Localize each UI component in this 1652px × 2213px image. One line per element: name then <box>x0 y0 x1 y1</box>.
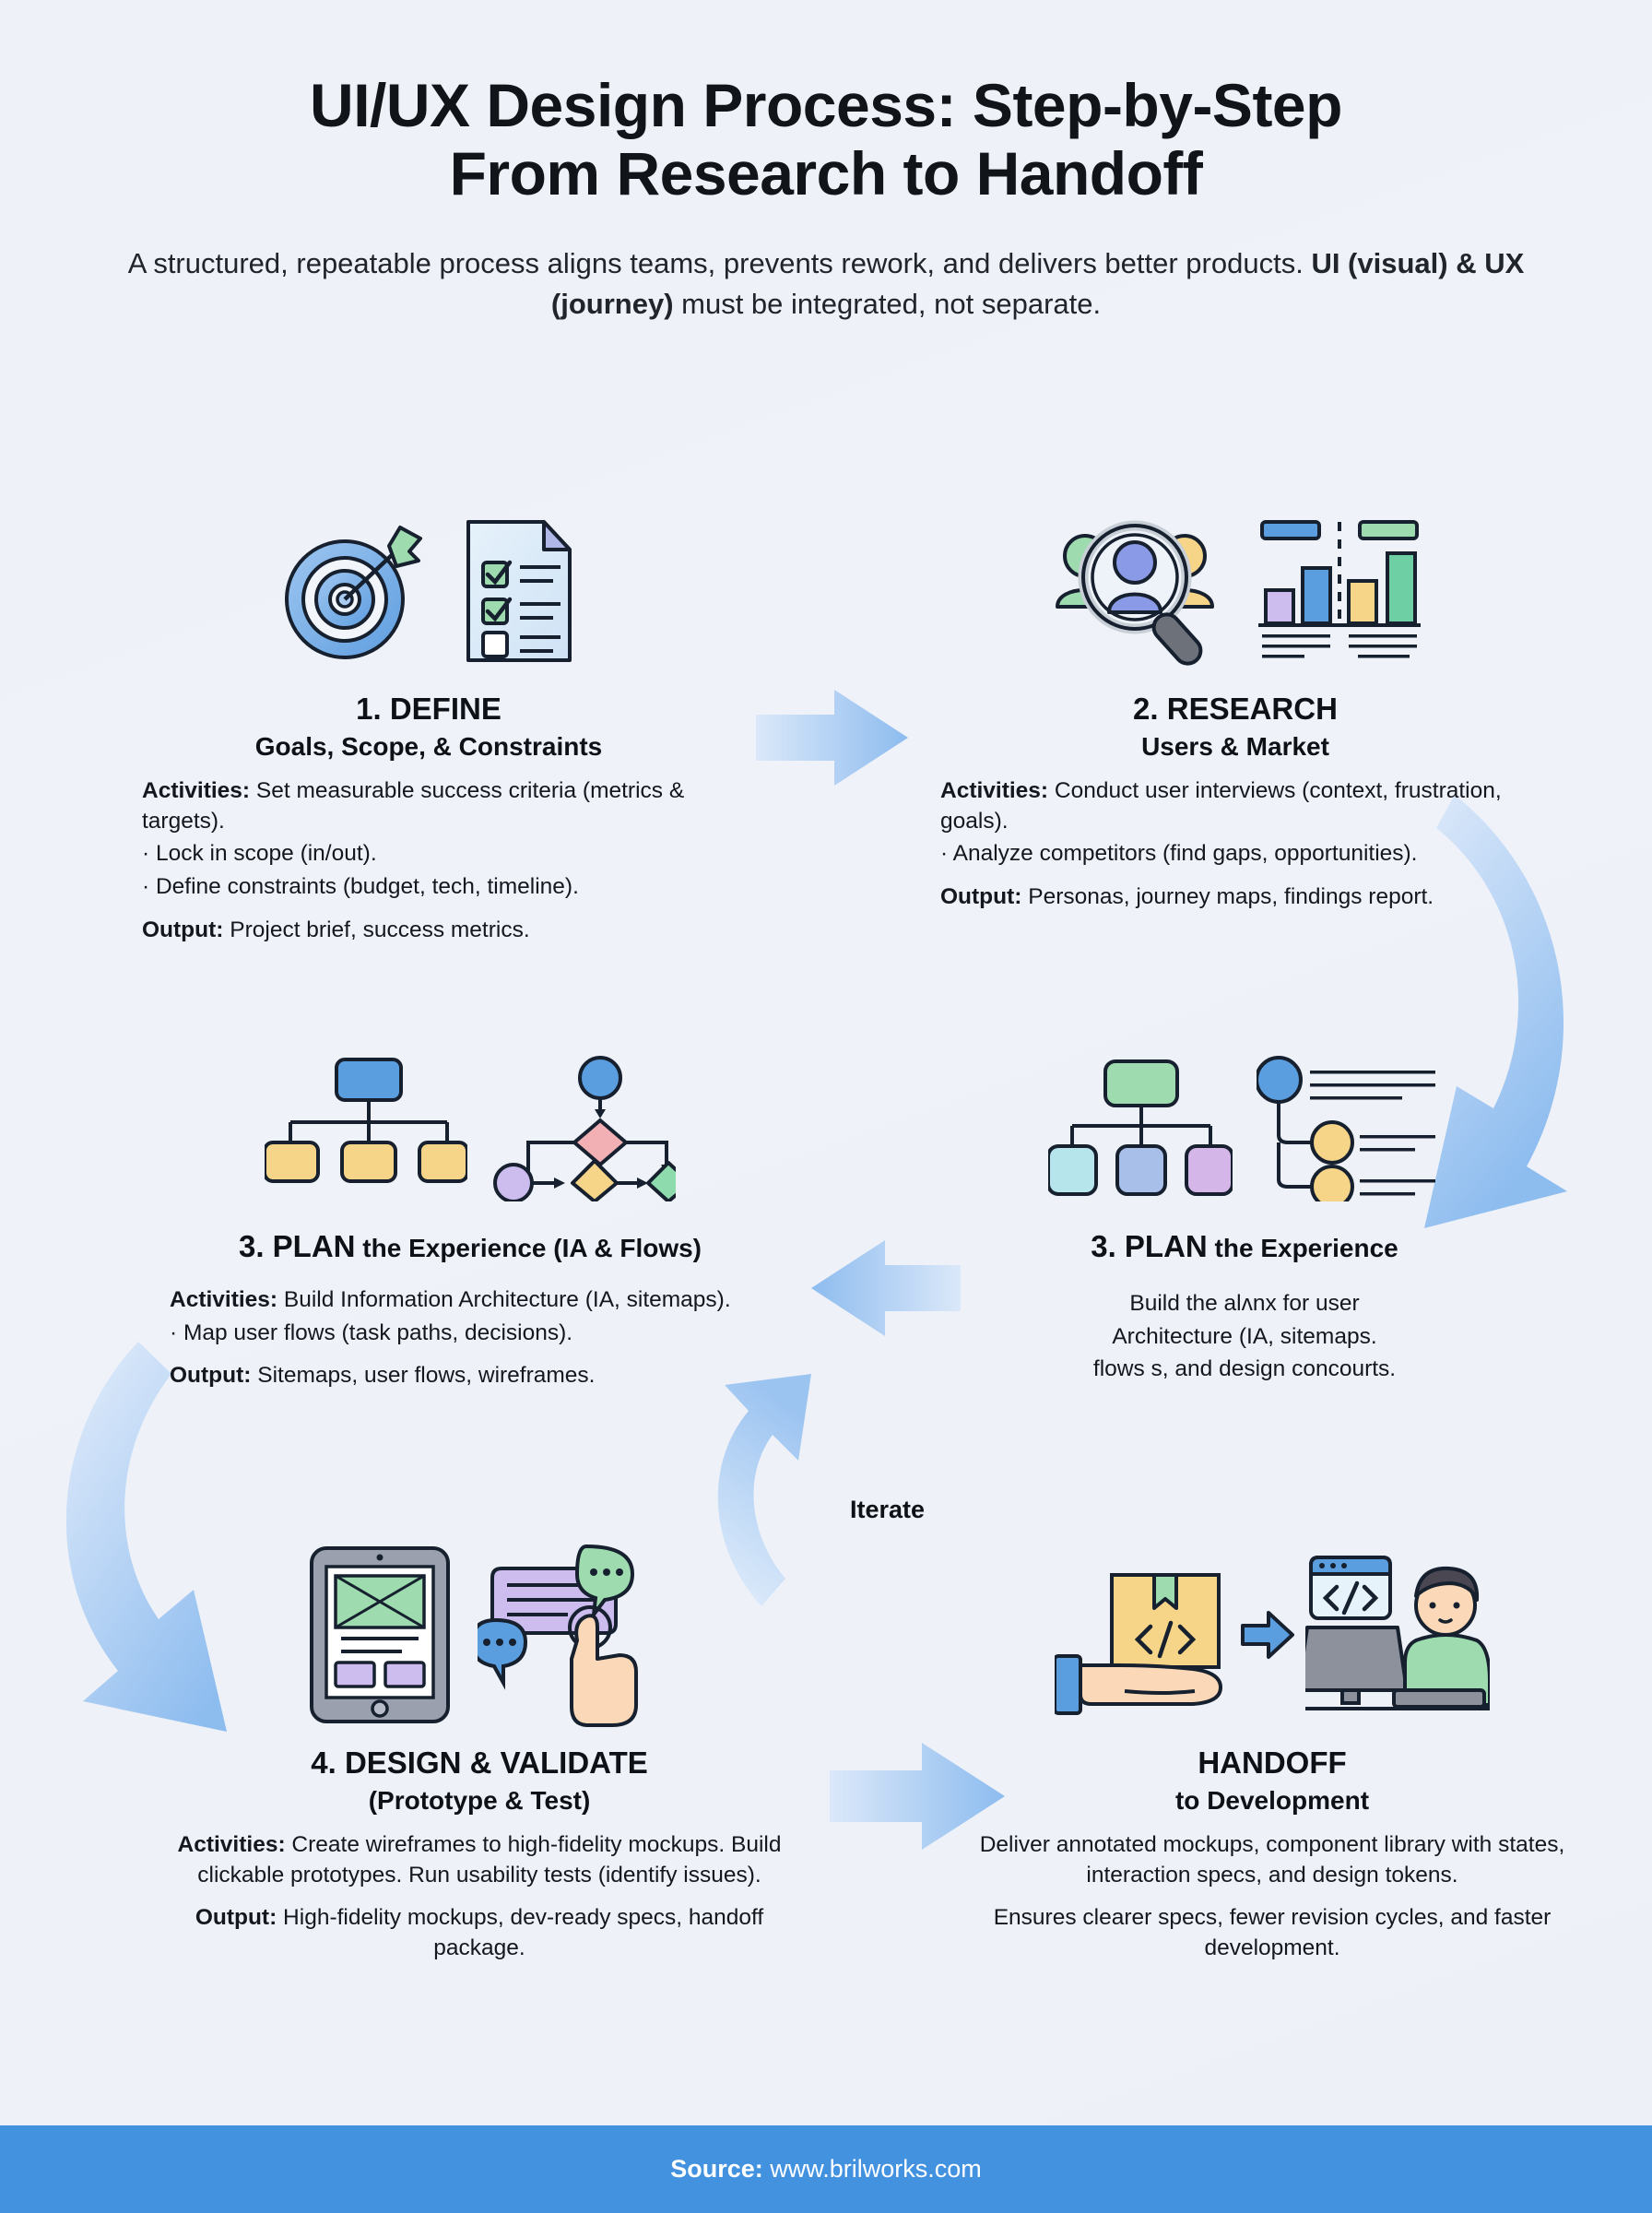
step-handoff: HANDOFF to Development Deliver annotated… <box>977 1538 1567 1967</box>
plan-left-title-bold: 3. PLAN <box>238 1229 356 1263</box>
define-activities-text: Set measurable success criteria (metrics… <box>142 778 685 834</box>
checklist-document-icon <box>466 519 572 662</box>
handoff-title: HANDOFF <box>1198 1746 1347 1780</box>
arrow-plan-to-design <box>65 1342 227 1732</box>
research-bullet-1: · Analyze competitors (find gaps, opport… <box>940 841 1418 867</box>
handoff-body: Deliver annotated mockups, component lib… <box>977 1830 1567 1963</box>
source-url: www.brilworks.com <box>762 2155 982 2183</box>
plan-right-title-light: the Experience <box>1207 1234 1398 1262</box>
define-activities-label: Activities: <box>142 778 251 804</box>
handoff-subtitle: to Development <box>1174 1786 1370 1816</box>
developer-workstation-icon <box>1305 1556 1490 1710</box>
step-research: 2. RESEARCH Users & Market Activities: C… <box>931 503 1540 916</box>
plan-left-activities-label: Activities: <box>170 1287 278 1313</box>
header: UI/UX Design Process: Step-by-Step From … <box>0 0 1652 325</box>
plan-left-bullet-1: · Map user flows (task paths, decisions)… <box>170 1320 573 1345</box>
user-research-icon <box>1056 520 1214 666</box>
define-body: Activities: Set measurable success crite… <box>129 776 728 945</box>
plan-right-line-3: flows s, and design concourts. <box>1092 1356 1397 1382</box>
title-line-2: From Research to Handoff <box>449 138 1203 207</box>
user-flow-icon <box>493 1056 676 1201</box>
design-output-text: High-fidelity mockups, dev-ready specs, … <box>277 1905 764 1960</box>
design-icons <box>157 1538 802 1732</box>
handover-arrow-icon <box>1241 1611 1294 1659</box>
research-output: Output: Personas, journey maps, findings… <box>940 882 1540 913</box>
step-design-validate: 4. DESIGN & VALIDATE (Prototype & Test) … <box>157 1538 802 1967</box>
subtitle-bold: UI (visual) & UX (journey) <box>550 246 1525 320</box>
usability-feedback-icon <box>478 1544 638 1727</box>
plan-left-icons <box>138 1040 802 1215</box>
plan-right-body: Build the alʌnx for user Architecture (I… <box>940 1289 1549 1385</box>
footer-bar: Source: www.brilworks.com <box>0 2125 1652 2213</box>
tablet-wireframe-icon <box>310 1546 450 1723</box>
source-label: Source: <box>670 2155 763 2183</box>
define-subtitle: Goals, Scope, & Constraints <box>254 732 603 762</box>
research-activities: Activities: Conduct user interviews (con… <box>940 776 1540 836</box>
arrow-design-to-handoff <box>830 1743 1005 1850</box>
plan-left-title: 3. PLAN the Experience (IA & Flows) <box>138 1228 802 1265</box>
handoff-line-1: Deliver annotated mockups, component lib… <box>979 1832 1565 1888</box>
plan-left-output: Output: Sitemaps, user flows, wireframes… <box>170 1361 802 1391</box>
design-subtitle: (Prototype & Test) <box>368 1786 591 1816</box>
plan-left-activities: Activities: Build Information Architectu… <box>170 1285 802 1316</box>
research-activities-label: Activities: <box>940 778 1049 804</box>
plan-right-line-1: Build the alʌnx for user <box>1129 1291 1360 1317</box>
plan-left-activities-text: Build Information Architecture (IA, site… <box>277 1287 731 1313</box>
sitemap-green-icon <box>1048 1059 1233 1196</box>
handoff-icons <box>977 1538 1567 1732</box>
design-body: Activities: Create wireframes to high-fi… <box>157 1830 802 1963</box>
step-define: 1. DEFINE Goals, Scope, & Constraints Ac… <box>129 503 728 948</box>
title-line-1: UI/UX Design Process: Step-by-Step <box>310 71 1342 139</box>
define-activities: Activities: Set measurable success crite… <box>142 776 728 836</box>
flow-nodes-icon <box>1257 1056 1435 1201</box>
handoff-line-2: Ensures clearer specs, fewer revision cy… <box>993 1905 1552 1960</box>
design-activities-text: Create wireframes to high-fidelity mocku… <box>197 1832 782 1888</box>
design-output-label: Output: <box>195 1905 277 1931</box>
step-plan-left: 3. PLAN the Experience (IA & Flows) Acti… <box>138 1040 802 1394</box>
target-icon <box>285 525 422 659</box>
research-subtitle: Users & Market <box>1141 732 1329 762</box>
market-chart-icon <box>1258 519 1421 657</box>
iterate-label: Iterate <box>850 1496 926 1523</box>
design-output: Output: High-fidelity mockups, dev-ready… <box>157 1903 802 1963</box>
research-activities-text: Conduct user interviews (context, frustr… <box>940 778 1502 834</box>
define-icons <box>129 503 728 678</box>
define-bullet-1: · Lock in scope (in/out). <box>142 841 377 867</box>
research-body: Activities: Conduct user interviews (con… <box>931 776 1540 912</box>
plan-right-title-bold: 3. PLAN <box>1091 1229 1208 1263</box>
define-output-text: Project brief, success metrics. <box>223 917 530 942</box>
plan-left-title-light: the Experience (IA & Flows) <box>355 1234 702 1262</box>
design-title: 4. DESIGN & VALIDATE <box>311 1746 648 1780</box>
research-output-label: Output: <box>940 883 1022 909</box>
define-title: 1. DEFINE <box>356 692 502 726</box>
design-activities-label: Activities: <box>177 1832 286 1858</box>
code-package-handover-icon <box>1055 1572 1222 1715</box>
define-output: Output: Project brief, success metrics. <box>142 916 728 946</box>
research-icons <box>931 503 1540 678</box>
plan-right-title: 3. PLAN the Experience <box>940 1228 1549 1265</box>
plan-left-body: Activities: Build Information Architectu… <box>138 1285 802 1391</box>
research-output-text: Personas, journey maps, findings report. <box>1021 883 1434 909</box>
arrow-plan-right-to-plan-left <box>811 1240 961 1336</box>
step-plan-right: 3. PLAN the Experience Build the alʌnx f… <box>940 1040 1549 1388</box>
subtitle-part-1: A structured, repeatable process aligns … <box>127 246 1312 279</box>
arrow-define-to-research <box>756 690 908 786</box>
plan-left-output-label: Output: <box>170 1363 252 1389</box>
page-subtitle: A structured, repeatable process aligns … <box>125 243 1527 325</box>
design-activities: Activities: Create wireframes to high-fi… <box>157 1830 802 1890</box>
define-bullet-2: · Define constraints (budget, tech, time… <box>142 873 579 899</box>
plan-right-line-2: Architecture (IA, sitemaps. <box>1112 1323 1377 1349</box>
source-credit: Source: www.brilworks.com <box>670 2155 982 2183</box>
arrow-iterate <box>717 1374 811 1606</box>
define-output-label: Output: <box>142 917 224 942</box>
sitemap-icon <box>265 1058 467 1183</box>
subtitle-part-2: must be integrated, not separate. <box>673 287 1102 320</box>
plan-right-icons <box>940 1040 1549 1215</box>
arrow-research-to-plan <box>1424 795 1567 1228</box>
research-title: 2. RESEARCH <box>1133 692 1338 726</box>
page-title: UI/UX Design Process: Step-by-Step From … <box>0 71 1652 208</box>
plan-left-output-text: Sitemaps, user flows, wireframes. <box>251 1363 596 1389</box>
